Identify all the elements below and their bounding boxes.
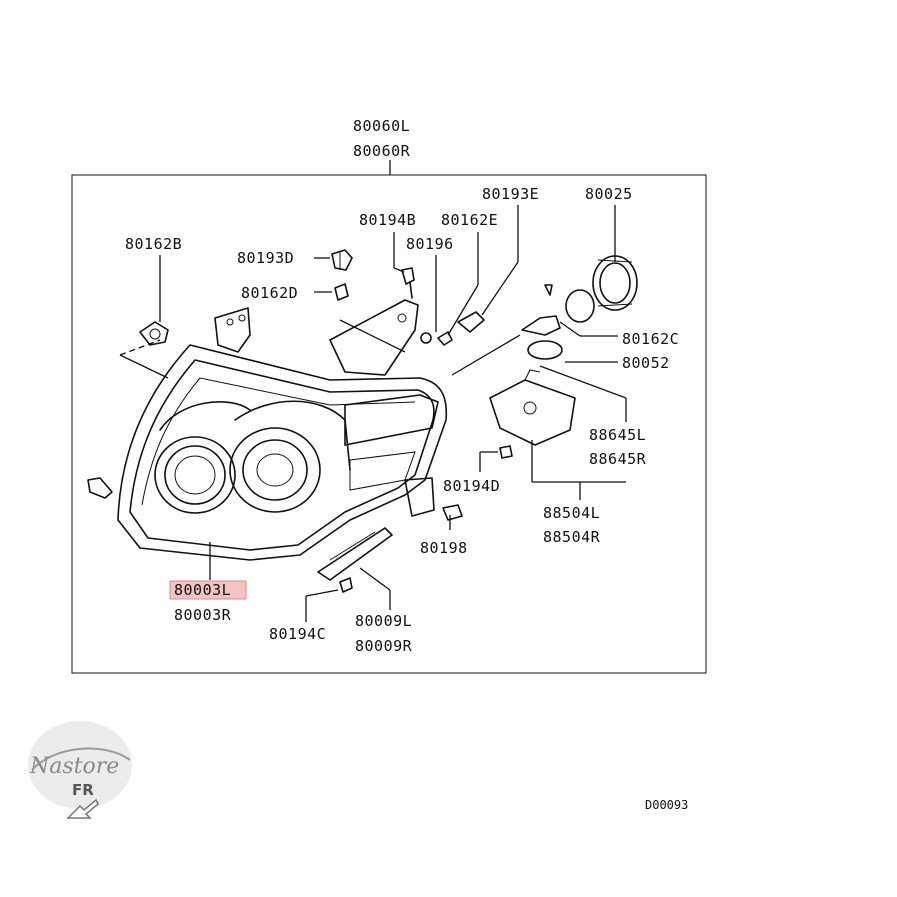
label-80009L[interactable]: 80009L [355, 612, 412, 630]
label-80198[interactable]: 80198 [420, 539, 468, 557]
label-80194C[interactable]: 80194C [269, 625, 326, 643]
screw-80194B [401, 267, 415, 299]
diagram-code: D00093 [645, 798, 688, 812]
label-80162E[interactable]: 80162E [441, 211, 498, 229]
cap-80025 [592, 255, 638, 311]
strip-80009 [317, 527, 393, 581]
label-80003R[interactable]: 80003R [174, 606, 232, 624]
label-88504L[interactable]: 88504L [543, 504, 600, 522]
label-80025[interactable]: 80025 [585, 185, 633, 203]
logo-brand-text: Nastore [29, 754, 119, 779]
clip-80196 [420, 332, 432, 344]
label-80162D[interactable]: 80162D [241, 284, 298, 302]
label-88645L[interactable]: 88645L [589, 426, 646, 444]
diagram-frame [71, 174, 707, 674]
arrow-icon [66, 798, 99, 819]
screw-80194C [339, 577, 353, 593]
label-88645R[interactable]: 88645R [589, 450, 647, 468]
label-80003L[interactable]: 80003L [174, 581, 231, 599]
highlight-box [169, 580, 247, 600]
label-80196[interactable]: 80196 [406, 235, 454, 253]
bulb-80162C [521, 284, 595, 336]
screw-80194D [499, 445, 513, 459]
ring-80052 [527, 340, 563, 360]
label-80060R[interactable]: 80060R [353, 142, 411, 160]
label-80009R[interactable]: 80009R [355, 637, 413, 655]
label-80162B[interactable]: 80162B [125, 235, 182, 253]
bulb-80162D [334, 283, 349, 301]
label-80193E[interactable]: 80193E [482, 185, 539, 203]
label-80052[interactable]: 80052 [622, 354, 670, 372]
bolt-80198 [442, 504, 463, 521]
socket-80193D [331, 249, 353, 271]
bulb-80162E [437, 331, 453, 346]
nastore-logo: Nastore FR [28, 721, 132, 819]
leader-lines [119, 160, 627, 622]
headlamp-assembly [87, 299, 448, 561]
label-80193D[interactable]: 80193D [237, 249, 294, 267]
label-88504R[interactable]: 88504R [543, 528, 601, 546]
label-80060L[interactable]: 80060L [353, 117, 410, 135]
label-80162C[interactable]: 80162C [622, 330, 679, 348]
bulb-80162B [139, 321, 169, 346]
label-80194B[interactable]: 80194B [359, 211, 416, 229]
label-80194D[interactable]: 80194D [443, 477, 500, 495]
ballast-88645 [489, 369, 576, 446]
logo-region-text: FR [72, 781, 94, 799]
socket-80193E [457, 311, 485, 333]
